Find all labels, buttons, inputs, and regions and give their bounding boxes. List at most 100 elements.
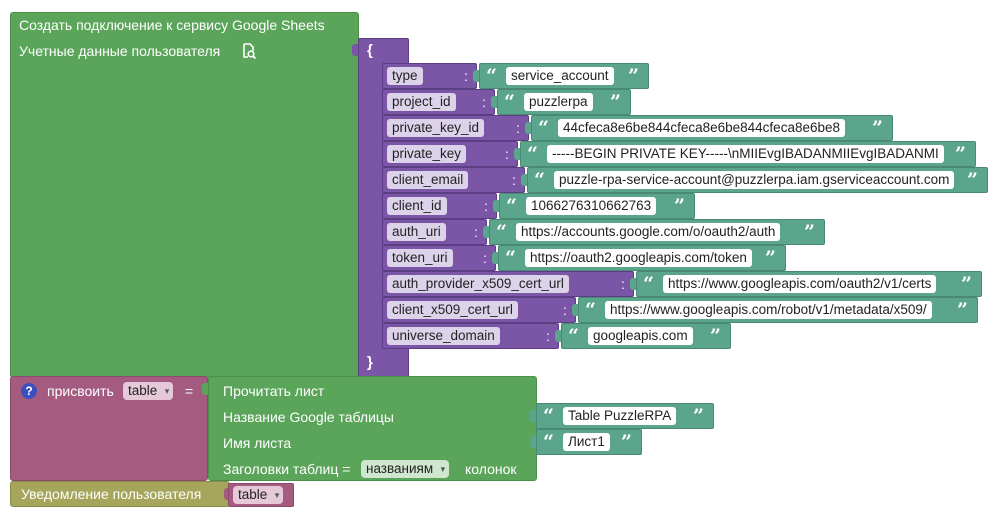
dict-value-field[interactable]: 44cfeca8e6be844cfeca8e6be844cfeca8e6be8 <box>558 119 845 137</box>
open-quote-icon: “ <box>543 431 554 453</box>
close-quote-icon: ” <box>710 325 721 347</box>
sheet-name-string[interactable]: “ Лист1 ” <box>536 429 642 455</box>
dict-key-block[interactable]: project_id: <box>382 89 495 115</box>
read-sheet-block[interactable]: Прочитать лист Название Google таблицы И… <box>208 376 537 481</box>
close-quote-icon: ” <box>621 431 632 453</box>
dict-value-field[interactable]: https://www.googleapis.com/oauth2/v1/cer… <box>663 275 937 293</box>
open-quote-icon: “ <box>496 221 507 243</box>
dict-value-string[interactable]: “puzzle-rpa-service-account@puzzlerpa.ia… <box>527 167 988 193</box>
string-connector <box>514 148 520 160</box>
dict-key-field[interactable]: private_key_id <box>387 119 485 137</box>
assign-connector <box>202 383 208 395</box>
dict-key-colon: : <box>621 276 625 292</box>
dict-value-string[interactable]: “ https://accounts.google.com/o/oauth2/au… <box>489 219 825 245</box>
open-quote-icon: “ <box>506 195 517 217</box>
dict-key-field[interactable]: token_uri <box>387 249 453 267</box>
dict-value-string[interactable]: “-----BEGIN PRIVATE KEY-----\nMIIEvgIBAD… <box>520 141 976 167</box>
close-quote-icon: ” <box>967 169 978 191</box>
notify-variable-value: table <box>238 487 268 502</box>
notify-variable-dropdown[interactable]: table ▾ <box>233 486 284 504</box>
dict-key-block[interactable]: client_x509_cert_url: <box>382 297 576 323</box>
dict-key-block[interactable]: type: <box>382 63 477 89</box>
dict-key-field[interactable]: client_id <box>387 197 447 215</box>
connect-block-title: Создать подключение к сервису Google She… <box>19 17 325 33</box>
dict-key-block[interactable]: private_key_id: <box>382 115 529 141</box>
chevron-down-icon: ▾ <box>164 386 170 396</box>
string-connector <box>525 122 531 134</box>
dict-value-string[interactable]: “puzzlerpa” <box>497 89 631 115</box>
headers-dropdown[interactable]: названиям ▾ <box>361 460 450 478</box>
close-quote-icon: ” <box>804 221 815 243</box>
file-search-icon[interactable] <box>241 43 257 60</box>
dict-key-block[interactable]: auth_provider_x509_cert_url: <box>382 271 634 297</box>
chevron-down-icon: ▾ <box>274 490 280 500</box>
dict-key-field[interactable]: auth_uri <box>387 223 446 241</box>
dict-key-block[interactable]: universe_domain: <box>382 323 559 349</box>
help-icon[interactable]: ? <box>21 383 37 399</box>
spreadsheet-name-label: Название Google таблицы <box>223 409 394 425</box>
assign-variable-dropdown[interactable]: table ▾ <box>123 382 174 400</box>
string-connector <box>483 226 489 238</box>
dict-value-string[interactable]: “https://www.googleapis.com/oauth2/v1/ce… <box>636 271 982 297</box>
dict-key-field[interactable]: type <box>387 67 423 85</box>
dict-key-block[interactable]: token_uri: <box>382 245 496 271</box>
string-connector <box>530 436 536 448</box>
string-connector <box>555 330 561 342</box>
dict-key-block[interactable]: private_key: <box>382 141 518 167</box>
dict-value-field[interactable]: https://oauth2.googleapis.com/token <box>525 249 752 267</box>
dict-value-string[interactable]: “googleapis.com” <box>561 323 731 349</box>
sheet-name-value[interactable]: Лист1 <box>563 433 610 451</box>
assign-equals: = <box>185 383 194 399</box>
dict-value-field[interactable]: puzzlerpa <box>524 93 593 111</box>
dict-key-block[interactable]: client_email: <box>382 167 525 193</box>
dict-value-string[interactable]: “https://oauth2.googleapis.com/token” <box>498 245 786 271</box>
dict-key-field[interactable]: auth_provider_x509_cert_url <box>387 275 569 293</box>
dict-value-field[interactable]: puzzle-rpa-service-account@puzzlerpa.iam… <box>554 171 955 189</box>
notify-connector <box>224 488 230 500</box>
dict-close-brace: } <box>367 354 373 371</box>
close-quote-icon: ” <box>674 195 685 217</box>
string-connector <box>630 278 636 290</box>
notify-block[interactable]: Уведомление пользователя <box>10 481 230 507</box>
read-sheet-title: Прочитать лист <box>223 383 325 399</box>
dict-value-string[interactable]: “service_account” <box>479 63 649 89</box>
dict-key-block[interactable]: client_id: <box>382 193 497 219</box>
connect-block[interactable]: Создать подключение к сервису Google She… <box>10 12 359 378</box>
dict-value-field[interactable]: -----BEGIN PRIVATE KEY-----\nMIIEvgIBADA… <box>547 145 944 163</box>
dict-key-field[interactable]: client_x509_cert_url <box>387 301 518 319</box>
close-quote-icon: ” <box>955 143 966 165</box>
dict-key-colon: : <box>546 328 550 344</box>
dict-value-field[interactable]: 1066276310662763 <box>526 197 657 215</box>
assign-block[interactable]: ? присвоить table ▾ = <box>10 376 208 481</box>
dict-value-string[interactable]: “ 1066276310662763 ” <box>499 193 695 219</box>
input-connector <box>352 44 358 56</box>
string-connector <box>492 252 498 264</box>
close-quote-icon: ” <box>872 117 883 139</box>
spreadsheet-name-string[interactable]: “ Table PuzzleRPA ” <box>536 403 714 429</box>
headers-suffix: колонок <box>465 461 517 477</box>
dict-key-field[interactable]: client_email <box>387 171 469 189</box>
dict-key-colon: : <box>505 146 509 162</box>
open-quote-icon: “ <box>538 117 549 139</box>
dict-key-colon: : <box>516 120 520 136</box>
open-quote-icon: “ <box>585 299 596 321</box>
close-quote-icon: ” <box>957 299 968 321</box>
dict-value-field[interactable]: service_account <box>506 67 614 85</box>
notify-variable-block[interactable]: table ▾ <box>228 483 294 507</box>
dict-value-field[interactable]: googleapis.com <box>588 327 693 345</box>
dict-value-string[interactable]: “ https://www.googleapis.com/robot/v1/met… <box>578 297 978 323</box>
dict-key-field[interactable]: project_id <box>387 93 456 111</box>
dict-key-field[interactable]: universe_domain <box>387 327 500 345</box>
dict-key-colon: : <box>512 172 516 188</box>
dict-value-field[interactable]: https://www.googleapis.com/robot/v1/meta… <box>605 301 932 319</box>
assign-variable-value: table <box>128 383 158 398</box>
dict-key-block[interactable]: auth_uri: <box>382 219 487 245</box>
dict-value-field[interactable]: https://accounts.google.com/o/oauth2/aut… <box>516 223 781 241</box>
spreadsheet-name-value[interactable]: Table PuzzleRPA <box>563 407 677 425</box>
dict-value-string[interactable]: “ 44cfeca8e6be844cfeca8e6be844cfeca8e6be8… <box>531 115 893 141</box>
notify-label: Уведомление пользователя <box>21 486 202 502</box>
open-quote-icon: “ <box>505 247 516 269</box>
dict-key-field[interactable]: private_key <box>387 145 467 163</box>
string-connector <box>530 410 536 422</box>
